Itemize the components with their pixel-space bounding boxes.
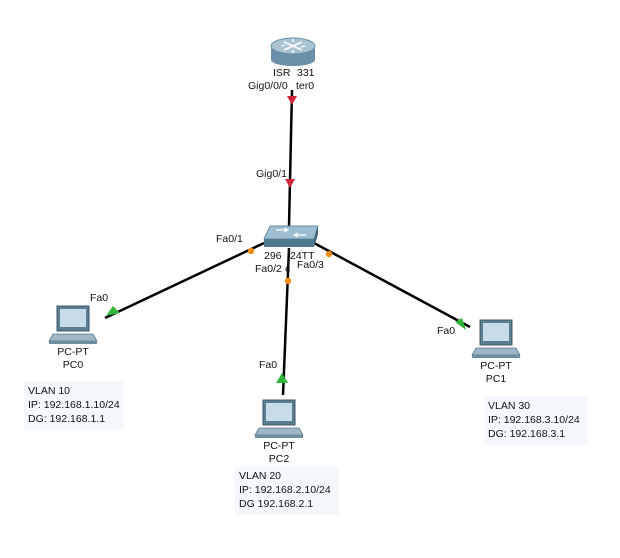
- port-status-marker: [276, 373, 288, 383]
- switch-icon[interactable]: [263, 225, 319, 247]
- pc2-type-label: PC-PT: [263, 440, 295, 452]
- pc2-name-label: PC2: [269, 453, 290, 465]
- note-line: IP: 192.168.1.10/24: [28, 399, 120, 411]
- pc1-config-note: VLAN 30 IP: 192.168.3.10/24 DG: 192.168.…: [484, 396, 588, 445]
- link-switch-pc0[interactable]: [104, 241, 265, 320]
- pc1-name-label: PC1: [486, 373, 507, 385]
- port-status-marker: [247, 247, 255, 255]
- pc2-computer-icon[interactable]: [254, 399, 304, 438]
- note-line: IP: 192.168.3.10/24: [488, 414, 580, 426]
- pc1-computer-icon[interactable]: [471, 319, 521, 358]
- switch-port-label: Fa0/3: [297, 259, 324, 271]
- switch-port-label: Fa0/2: [255, 263, 282, 275]
- link-switch-pc2[interactable]: [281, 247, 291, 396]
- note-line: DG 192.168.2.1: [239, 498, 314, 510]
- note-line: VLAN 20: [239, 470, 282, 482]
- link-router-switch[interactable]: [287, 89, 294, 227]
- router-name-label: ISR: [273, 67, 291, 79]
- router-name-label: ter0: [296, 80, 314, 92]
- pc1-type-label: PC-PT: [480, 360, 512, 372]
- note-line: DG: 192.168.3.1: [488, 428, 566, 440]
- router-icon[interactable]: [270, 37, 316, 66]
- note-line: VLAN 10: [28, 385, 71, 397]
- pc0-interface-label: Fa0: [90, 292, 108, 304]
- switch-name-label: c: [285, 263, 290, 275]
- switch-port-label: Fa0/1: [216, 233, 243, 245]
- pc0-computer-icon[interactable]: [48, 305, 98, 344]
- port-status-marker: [284, 277, 292, 285]
- link-status-down-marker: [287, 96, 297, 105]
- router-interface-label: Gig0/0/0: [248, 80, 288, 92]
- switch-name-label: 24TT: [290, 250, 315, 262]
- pc0-config-note: VLAN 10 IP: 192.168.1.10/24 DG: 192.168.…: [24, 381, 124, 430]
- pc0-type-label: PC-PT: [57, 346, 89, 358]
- pc2-config-note: VLAN 20 IP: 192.168.2.10/24 DG 192.168.2…: [235, 466, 339, 515]
- pc0-name-label: PC0: [63, 359, 84, 371]
- link-status-down-marker: [285, 179, 295, 188]
- switch-uplink-interface-label: Gig0/1: [256, 168, 287, 180]
- note-line: DG: 192.168.1.1: [28, 413, 106, 425]
- router-name-label: 331: [297, 67, 315, 79]
- note-line: IP: 192.168.2.10/24: [239, 484, 331, 496]
- switch-name-label: 296: [264, 250, 282, 262]
- port-status-marker: [325, 250, 333, 258]
- pc2-interface-label: Fa0: [259, 359, 277, 371]
- port-status-marker: [455, 318, 466, 330]
- note-line: VLAN 30: [488, 400, 531, 412]
- port-status-marker: [106, 306, 120, 316]
- pc1-interface-label: Fa0: [437, 325, 455, 337]
- link-switch-pc1[interactable]: [313, 241, 471, 329]
